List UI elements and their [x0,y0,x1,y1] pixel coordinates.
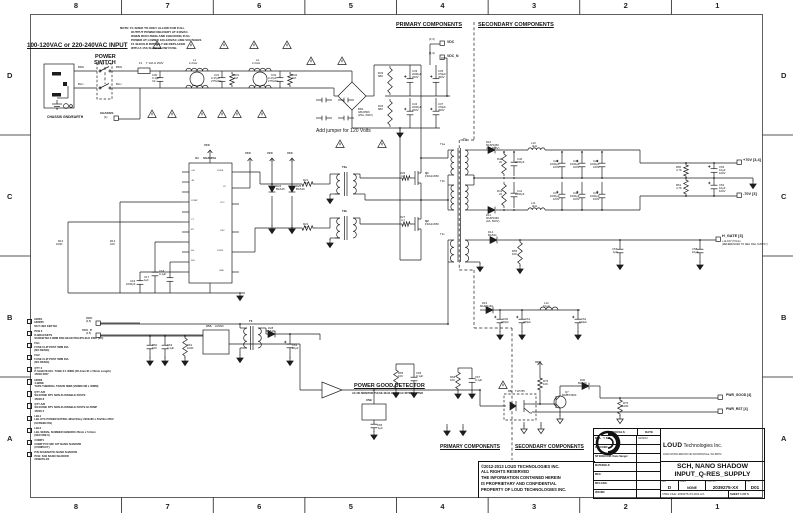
drawing-title-line1: SCH, NANO SHADOW [677,463,748,470]
approvals-row: MATERIALS: [594,463,660,472]
approvals-row-label: MATERIALS: [595,463,611,467]
rev-label: REV. [746,481,751,483]
drawing-meta: SIZE D SCALE NONE DWG. NO. 2039275-XX RE… [661,481,764,491]
dwg-no-cell: DWG. NO. 2039275-XX [706,481,746,490]
approvals-row-date: 04/30/12 [636,436,660,444]
approvals-row: MFG ENG: [594,481,660,490]
approvals-row-label: MFG: [595,472,602,476]
date-header-label: DATE [637,429,660,435]
company-block: LOUD Technologies Inc. 16220 WOOD-RED RD… [663,434,722,457]
approvals-row: MFG: [594,472,660,481]
logo-row: LOUD Technologies Inc. 16220 WOOD-RED RD… [595,429,764,462]
rev-value: D01 [750,484,760,490]
approvals-row-date [636,454,660,462]
approvals-row-date [636,472,660,480]
approvals-row-date [636,481,660,489]
approvals-header: APPROVALS DATE [594,429,660,436]
company-name-bold: LOUD [663,441,683,449]
approvals-row: CHECKED: [594,445,660,454]
scale-label: SCALE [679,481,687,483]
sheet-number: SHEET 1 OF 6 [727,491,765,498]
title-block-right: LOUD Technologies Inc. 16220 WOOD-RED RD… [595,429,764,498]
drawing-title-line2: INPUT_Q-RES_SUPPLY [674,471,751,479]
size-cell: SIZE D [661,481,679,490]
approvals-row-date [636,490,660,498]
scale-value: NONE [687,485,697,490]
approvals-row: ISSUED: [594,490,660,498]
company-address: 16220 WOOD-RED RD NE WOODINVILLE, WA 980… [663,453,722,457]
dwg-file: DWG FILE: 2039275-XX-D01.sch [662,492,705,496]
scale-cell: SCALE NONE [679,481,706,490]
company-name-rest: Technologies Inc. [682,442,723,449]
size-label: SIZE [661,481,666,483]
file-row: DWG FILE: 2039275-XX-D01.sch SHEET 1 OF … [661,491,764,498]
dwg-no-label: DWG. NO. [706,481,717,483]
approvals-row-date [636,463,660,471]
size-value: D [667,484,672,490]
drawing-title: SCH, NANO SHADOW INPUT_Q-RES_SUPPLY [661,462,764,481]
rev-cell: REV. D01 [746,481,764,490]
company-name: LOUD Technologies Inc. [663,441,723,449]
approvals-row-label: ISSUED: [595,490,606,494]
approvals-row-label: CHECKED: [595,445,609,449]
approvals-row-label: MFG ENG: [595,481,608,485]
approvals-row-label: SP ENG/COM: Kane Sanger [595,454,628,458]
loud-logo-icon [595,430,621,456]
approvals-row: SP ENG/COM: Kane Sanger [594,454,660,463]
approvals-row-date [636,445,660,453]
approvals-header-label: APPROVALS [606,430,625,434]
dwg-no-value: 2039275-XX [712,484,739,490]
